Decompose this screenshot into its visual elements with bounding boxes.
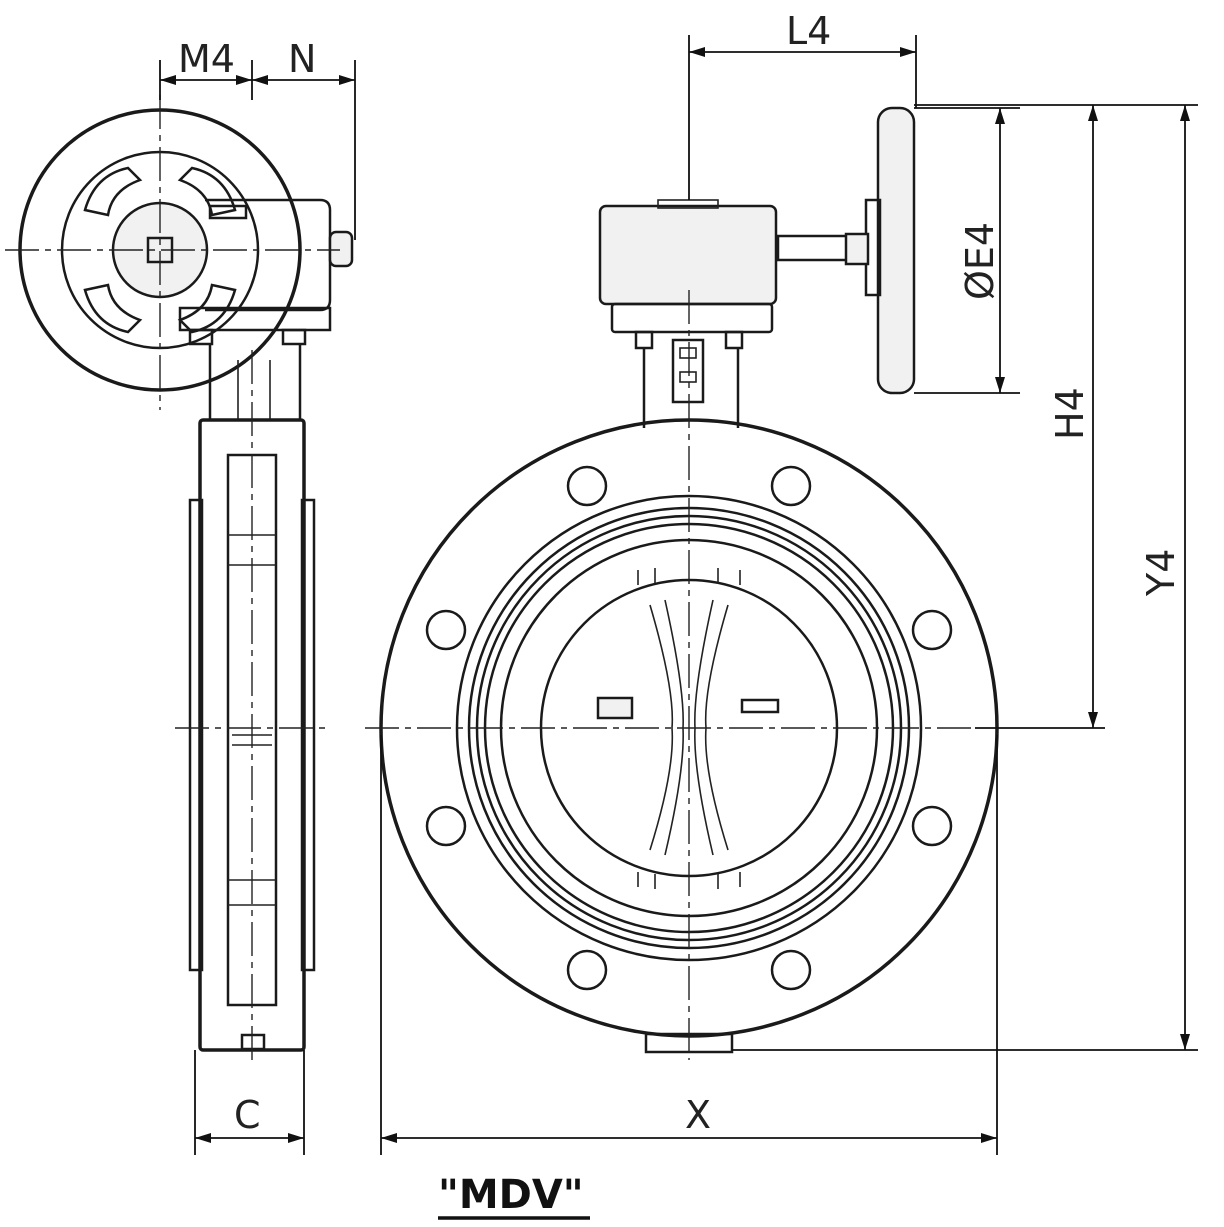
side-view [5,95,354,1060]
dim-label-c: C [234,1093,261,1137]
dim-label-x: X [685,1093,711,1137]
dim-label-h4: H4 [1048,387,1092,440]
dim-label-e4: ØE4 [958,222,1002,300]
drawing-title: "MDV" [438,1172,584,1218]
front-view [365,106,999,1060]
dim-label-m4: M4 [178,37,235,81]
dimension-lines [159,35,1198,1155]
dim-label-n: N [288,37,316,81]
dim-label-l4: L4 [786,9,831,53]
dim-label-y4: Y4 [1139,549,1183,597]
